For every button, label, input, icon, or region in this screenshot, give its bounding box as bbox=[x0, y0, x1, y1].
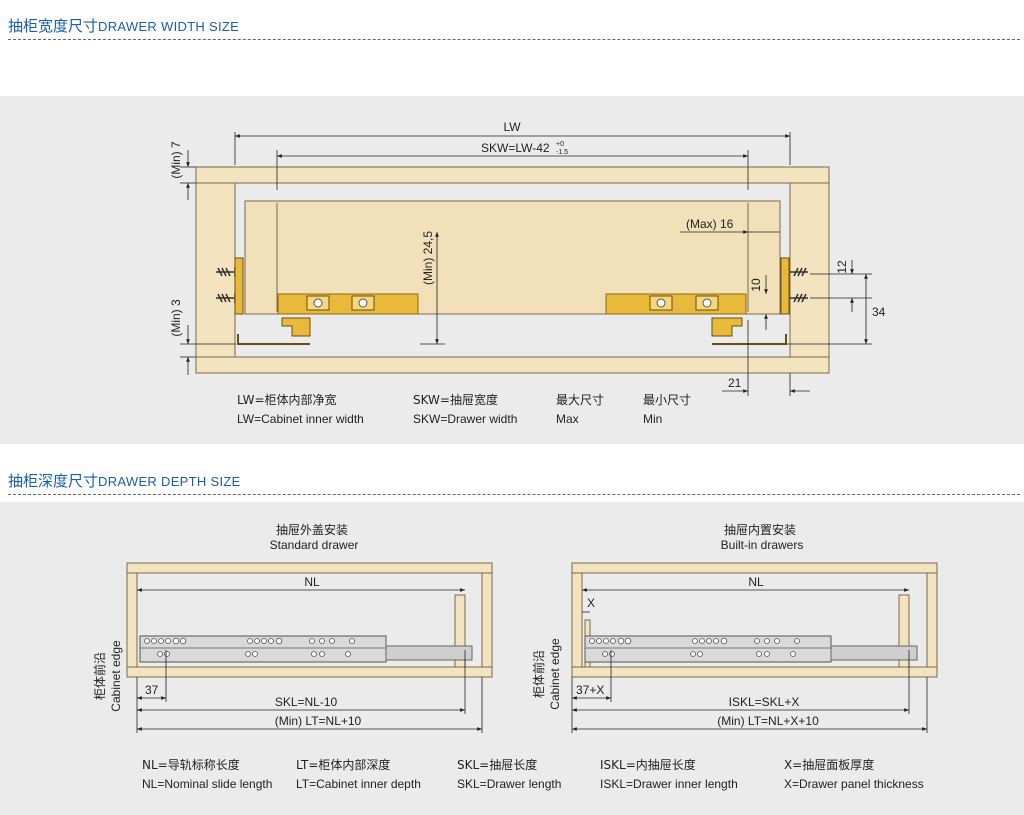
section-title-depth-en: DRAWER DEPTH SIZE bbox=[98, 474, 241, 489]
builtin-title-cn: 抽屉内置安装 bbox=[724, 522, 796, 537]
depth-legend: NL=导轨标称长度 NL=Nominal slide length LT=柜体内… bbox=[142, 757, 924, 791]
standard-title-cn: 抽屉外盖安装 bbox=[276, 522, 348, 537]
builtin-lt-label: (Min) LT=NL+X+10 bbox=[717, 714, 819, 728]
standard-skl-label: SKL=NL-10 bbox=[275, 695, 338, 709]
right-runner bbox=[605, 257, 808, 345]
legend-x-cn: X=抽屉面板厚度 bbox=[784, 757, 874, 772]
legend-lw-cn: LW=柜体内部净宽 bbox=[237, 392, 337, 407]
legend-min-cn: 最小尺寸 bbox=[643, 393, 691, 407]
builtin-edge-en: Cabinet edge bbox=[548, 638, 562, 710]
standard-edge-cn: 柜体前沿 bbox=[92, 652, 107, 700]
min3-label: (Min) 3 bbox=[169, 299, 183, 337]
legend-skw-en: SKW=Drawer width bbox=[413, 412, 517, 426]
width-drawing: LW SKW=LW-42 +0 -1.5 (Min) 7 (Min) 3 (Mi… bbox=[169, 120, 886, 426]
standard-nl-label: NL bbox=[304, 575, 320, 589]
max16-label: (Max) 16 bbox=[686, 217, 734, 231]
legend-iskl-en: ISKL=Drawer inner length bbox=[600, 777, 738, 791]
section-title-depth: 抽柜深度尺寸DRAWER DEPTH SIZE bbox=[8, 470, 241, 491]
depth-drawing-standard: 抽屉外盖安装 Standard drawer NL 37 SK bbox=[92, 522, 493, 733]
builtin-nl-label: NL bbox=[748, 575, 764, 589]
standard-lt-label: (Min) LT=NL+10 bbox=[275, 714, 362, 728]
left-runner bbox=[216, 257, 419, 345]
cabinet-top-panel bbox=[195, 166, 830, 184]
legend-skl-cn: SKL=抽屉长度 bbox=[457, 757, 537, 772]
legend-max-en: Max bbox=[556, 412, 579, 426]
cabinet-left-panel bbox=[195, 182, 236, 358]
section-divider bbox=[8, 494, 1020, 495]
depth-drawing-builtin: 抽屉内置安装 Built-in drawers NL X bbox=[531, 522, 938, 733]
min7-label: (Min) 7 bbox=[169, 141, 183, 179]
min245-label: (Min) 24,5 bbox=[421, 231, 435, 285]
legend-min-en: Min bbox=[643, 412, 662, 426]
legend-skl-en: SKL=Drawer length bbox=[457, 777, 561, 791]
d34-label: 34 bbox=[872, 305, 886, 319]
builtin-x-label: X bbox=[587, 596, 595, 610]
d10-label: 10 bbox=[749, 278, 763, 292]
legend-lt-cn: LT=柜体内部深度 bbox=[296, 757, 390, 772]
builtin-title-en: Built-in drawers bbox=[721, 538, 804, 552]
builtin-edge-cn: 柜体前沿 bbox=[531, 650, 546, 698]
section-title-width-cn: 抽柜宽度尺寸 bbox=[8, 17, 99, 35]
standard-37-label: 37 bbox=[145, 683, 159, 697]
d12-label: 12 bbox=[835, 260, 849, 274]
legend-nl-en: NL=Nominal slide length bbox=[142, 777, 272, 791]
skw-tol-plus: +0 bbox=[556, 141, 564, 148]
skw-tol-minus: -1.5 bbox=[556, 149, 568, 156]
legend-x-en: X=Drawer panel thickness bbox=[784, 777, 924, 791]
lw-label: LW bbox=[503, 120, 521, 134]
section-title-width-en: DRAWER WIDTH SIZE bbox=[98, 19, 240, 34]
section-title-depth-cn: 抽柜深度尺寸 bbox=[8, 472, 99, 490]
cabinet-right-panel bbox=[789, 182, 830, 358]
standard-edge-en: Cabinet edge bbox=[109, 640, 123, 712]
legend-nl-cn: NL=导轨标称长度 bbox=[142, 757, 240, 772]
legend-iskl-cn: ISKL=内抽屉长度 bbox=[600, 757, 696, 772]
builtin-iskl-label: ISKL=SKL+X bbox=[729, 695, 800, 709]
builtin-37x-label: 37+X bbox=[576, 683, 604, 697]
section-title-width: 抽柜宽度尺寸DRAWER WIDTH SIZE bbox=[8, 15, 239, 36]
cabinet-bottom-panel bbox=[195, 356, 830, 374]
legend-max-cn: 最大尺寸 bbox=[556, 393, 604, 407]
legend-lw-en: LW=Cabinet inner width bbox=[237, 412, 364, 426]
d21-label: 21 bbox=[728, 376, 742, 390]
legend-lt-en: LT=Cabinet inner depth bbox=[296, 777, 421, 791]
standard-title-en: Standard drawer bbox=[270, 538, 359, 552]
legend-skw-cn: SKW=抽屉宽度 bbox=[413, 392, 498, 407]
skw-label: SKW=LW-42 bbox=[481, 141, 550, 155]
section-divider bbox=[8, 39, 1020, 40]
